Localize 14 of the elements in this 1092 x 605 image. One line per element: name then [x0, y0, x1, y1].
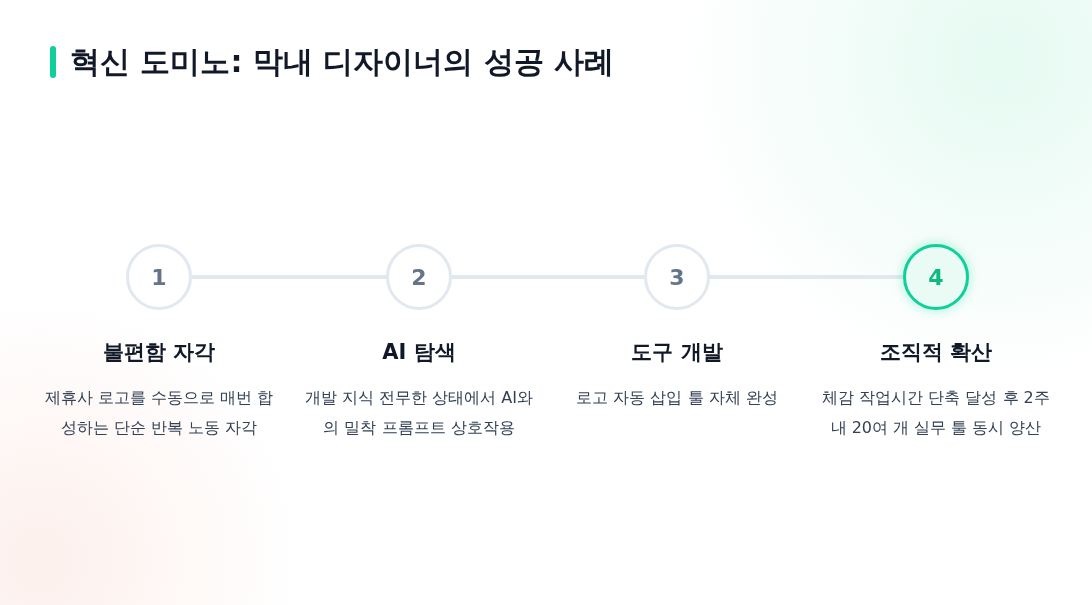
- title: 혁신 도미노: 막내 디자이너의 성공 사례: [70, 43, 615, 81]
- step-description: 개발 지식 전무한 상태에서 AI와의 밀착 프롬프트 상호작용: [304, 387, 534, 439]
- step-description: 로고 자동 삽입 툴 자체 완성: [575, 387, 779, 409]
- step-number: 2: [411, 264, 427, 290]
- step-title: AI 탐색: [381, 339, 457, 366]
- step-description: 체감 작업시간 단축 달성 후 2주 내 20여 개 실무 툴 동시 양산: [821, 387, 1051, 439]
- step-circle: [903, 244, 969, 310]
- step-number: 1: [151, 264, 167, 290]
- step-number: 4: [928, 264, 944, 290]
- step-title: 불편함 자각: [101, 339, 217, 366]
- step-title: 도구 개발: [630, 339, 724, 366]
- step-description: 제휴사 로고를 수동으로 매번 합성하는 단순 반복 노동 자각: [43, 387, 275, 439]
- step-title: 조직적 확산: [878, 339, 994, 366]
- step-number: 3: [669, 264, 685, 290]
